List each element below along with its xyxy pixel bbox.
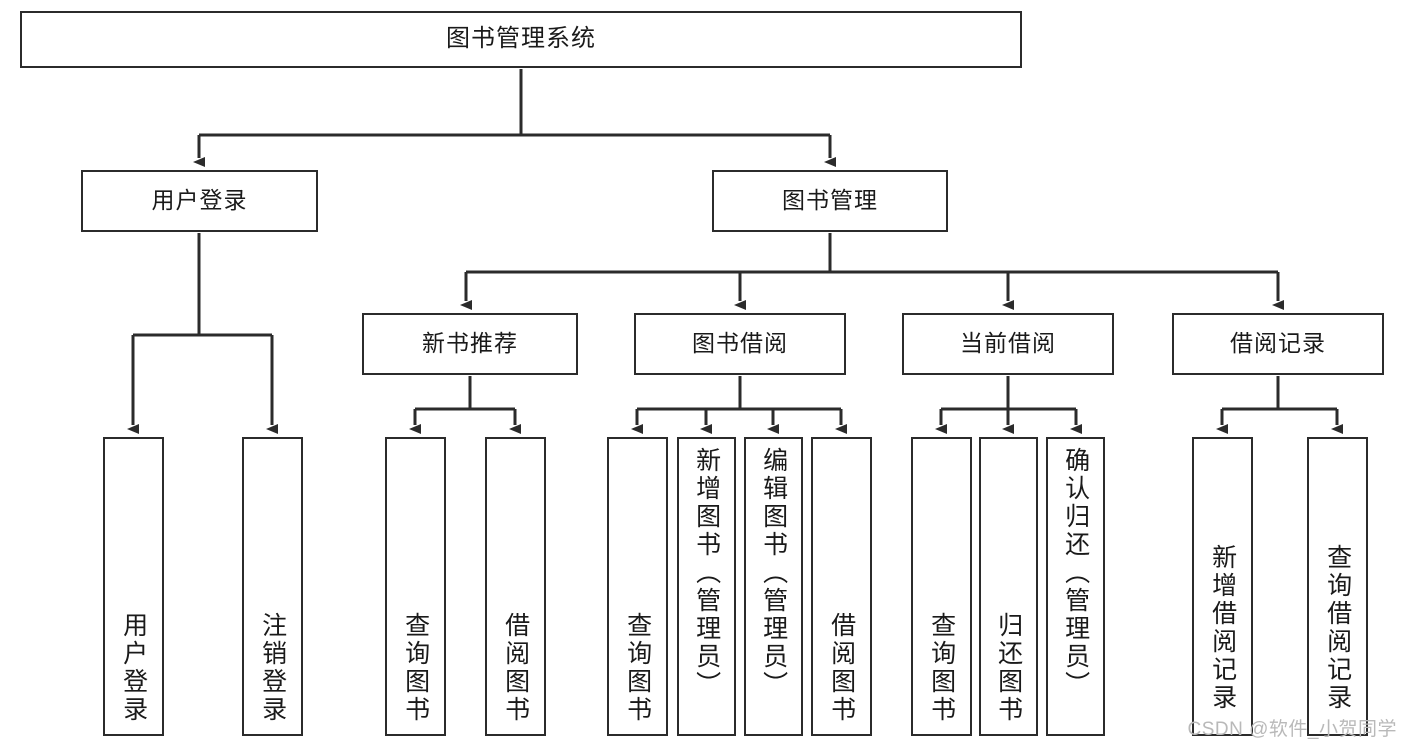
node-label: 查询图书 bbox=[623, 612, 652, 724]
node-current-borrow[interactable]: 当前借阅 bbox=[902, 313, 1114, 375]
node-label: 图书管理 bbox=[782, 187, 878, 214]
node-label: 当前借阅 bbox=[960, 330, 1056, 357]
leaf-query-books-recommend[interactable]: 查询图书 bbox=[385, 437, 446, 736]
node-book-borrow[interactable]: 图书借阅 bbox=[634, 313, 846, 375]
node-label: 查询图书 bbox=[401, 612, 430, 724]
leaf-add-book-admin[interactable]: 新增图书（管理员） bbox=[677, 437, 736, 736]
node-label: 图书管理系统 bbox=[446, 25, 596, 53]
leaf-add-borrow-record[interactable]: 新增借阅记录 bbox=[1192, 437, 1253, 736]
leaf-return-books[interactable]: 归还图书 bbox=[979, 437, 1038, 736]
node-user-login[interactable]: 用户登录 bbox=[81, 170, 318, 232]
node-new-book-recommend[interactable]: 新书推荐 bbox=[362, 313, 578, 375]
node-label: 用户登录 bbox=[151, 187, 248, 214]
leaf-edit-book-admin[interactable]: 编辑图书（管理员） bbox=[744, 437, 803, 736]
leaf-query-books-borrow[interactable]: 查询图书 bbox=[607, 437, 668, 736]
node-root-system[interactable]: 图书管理系统 bbox=[20, 11, 1022, 68]
node-label: 用户登录 bbox=[119, 612, 148, 724]
leaf-logout[interactable]: 注销登录 bbox=[242, 437, 303, 736]
leaf-query-borrow-record[interactable]: 查询借阅记录 bbox=[1307, 437, 1368, 736]
node-borrow-records[interactable]: 借阅记录 bbox=[1172, 313, 1384, 375]
node-label: 新书推荐 bbox=[422, 330, 518, 357]
leaf-borrow-books-borrow[interactable]: 借阅图书 bbox=[811, 437, 872, 736]
node-label: 新增图书（管理员） bbox=[692, 447, 721, 699]
node-label: 图书借阅 bbox=[692, 330, 788, 357]
node-label: 借阅图书 bbox=[827, 612, 856, 724]
leaf-confirm-return-admin[interactable]: 确认归还（管理员） bbox=[1046, 437, 1105, 736]
node-label: 确认归还（管理员） bbox=[1061, 447, 1090, 699]
node-label: 编辑图书（管理员） bbox=[759, 447, 788, 699]
node-label: 新增借阅记录 bbox=[1208, 544, 1237, 712]
node-label: 归还图书 bbox=[994, 612, 1023, 724]
leaf-query-books-current[interactable]: 查询图书 bbox=[911, 437, 972, 736]
watermark-text: CSDN @软件_小贺同学 bbox=[1187, 719, 1397, 740]
node-label: 查询图书 bbox=[927, 612, 956, 724]
node-label: 借阅记录 bbox=[1230, 330, 1326, 357]
leaf-user-login[interactable]: 用户登录 bbox=[103, 437, 164, 736]
node-book-management[interactable]: 图书管理 bbox=[712, 170, 948, 232]
node-label: 查询借阅记录 bbox=[1323, 544, 1352, 712]
leaf-borrow-books-recommend[interactable]: 借阅图书 bbox=[485, 437, 546, 736]
node-label: 借阅图书 bbox=[501, 612, 530, 724]
node-label: 注销登录 bbox=[258, 612, 287, 724]
